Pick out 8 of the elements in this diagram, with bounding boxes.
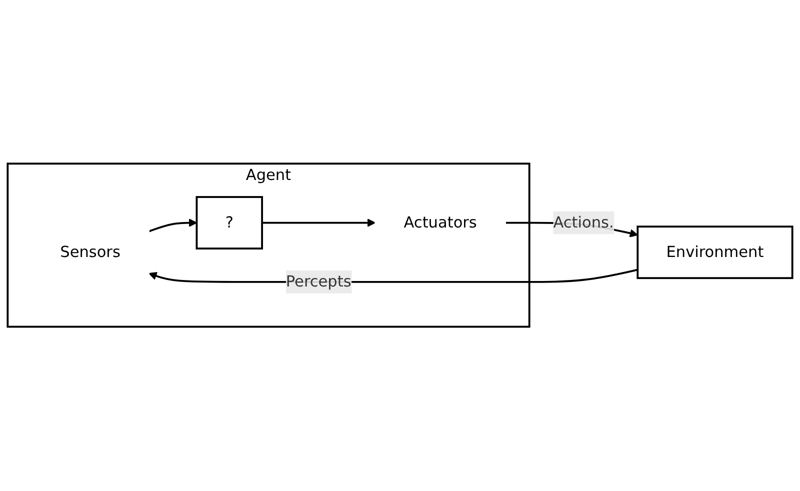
arrow xyxy=(148,218,198,233)
node-box: Environment xyxy=(636,226,794,280)
arrow xyxy=(262,218,376,228)
node-box: ? xyxy=(196,196,263,250)
edge-label: Percepts xyxy=(286,272,352,291)
edge-label: Actions. xyxy=(553,214,614,232)
node-text: Actuators xyxy=(404,214,477,232)
node-text: Sensors xyxy=(60,243,120,262)
